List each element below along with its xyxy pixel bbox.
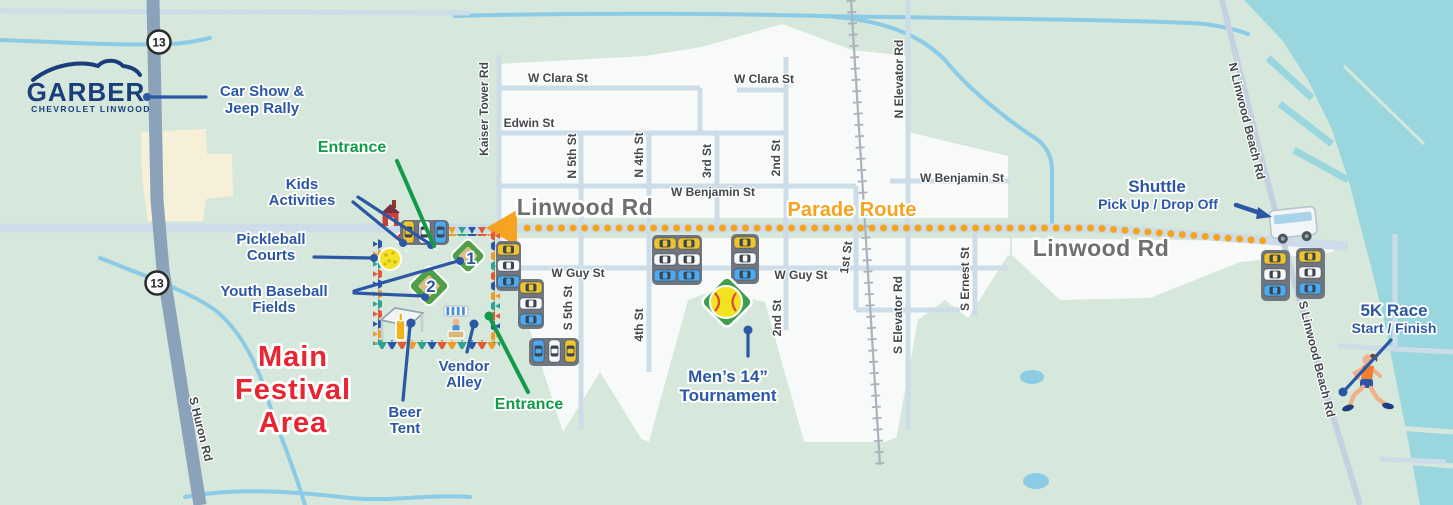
- route-13-shield: 13: [146, 29, 172, 55]
- railroad: [846, 0, 885, 466]
- field-1-badge: 1: [466, 249, 475, 268]
- parking-lot: [518, 279, 544, 329]
- vendor-alley-label: Alley: [446, 374, 483, 391]
- vendor-alley-label: Vendor: [439, 358, 490, 375]
- field-2-badge: 2: [426, 277, 435, 296]
- street-label: Edwin St: [504, 116, 555, 130]
- shield-number: 13: [150, 277, 164, 291]
- tournament-label: Tournament: [680, 386, 777, 405]
- pickleball-label: Pickleball: [236, 231, 305, 248]
- main-festival-label: Festival: [235, 374, 351, 406]
- car-show-label: Car Show &: [220, 83, 304, 100]
- street-label: 3rd St: [700, 144, 714, 178]
- leader-lines: [143, 93, 1393, 402]
- pickleball-label: Courts: [247, 247, 295, 264]
- kids-activities-label: Activities: [269, 192, 336, 209]
- logo-tagline: CHEVROLET LINWOOD: [31, 104, 151, 114]
- parade-arrow-icon: [486, 210, 517, 246]
- street-label: 2nd St: [769, 140, 783, 177]
- street-label: Kaiser Tower Rd: [477, 62, 491, 156]
- festival-area-bunting: [373, 227, 500, 349]
- parade-route-label: Parade Route: [788, 199, 917, 221]
- beer-tent-label: Tent: [390, 420, 421, 437]
- main-festival-label: Main: [258, 341, 328, 373]
- route-13-shield: 13: [144, 270, 170, 296]
- parking-lot: [529, 338, 579, 366]
- beer-tent-label: Beer: [388, 404, 422, 421]
- parking-lot: [496, 241, 521, 291]
- street-label: N 5th St: [565, 133, 579, 178]
- shuttle-van-icon: [1268, 205, 1318, 244]
- entrance-bottom-label: Entrance: [495, 396, 564, 413]
- logo-brand: GARBER: [27, 77, 146, 107]
- street-label: W Clara St: [528, 71, 588, 85]
- street-label: N Elevator Rd: [892, 40, 906, 119]
- parking-lot: [731, 234, 759, 284]
- parking-lot: [652, 235, 702, 285]
- youth-baseball-label: Youth Baseball: [220, 283, 327, 300]
- youth-baseball-label: Fields: [252, 299, 295, 316]
- kids-activities-label: Kids: [286, 176, 319, 193]
- softball-field-icon: [701, 276, 753, 328]
- road-m13-highway: [146, 0, 207, 505]
- linwood-rd-label-east: Linwood Rd: [1033, 235, 1170, 261]
- linwood-rd-label-west: Linwood Rd: [517, 194, 654, 220]
- street-label: 4th St: [632, 308, 646, 341]
- parking-lot: [400, 220, 449, 245]
- pickleball-icon: [378, 247, 402, 271]
- main-festival-label: Area: [259, 407, 328, 439]
- garber-logo: GARBER CHEVROLET LINWOOD: [27, 58, 151, 114]
- road-linwood-beach: [1219, 0, 1363, 505]
- street-label: W Clara St: [734, 72, 794, 86]
- street-label: N 4th St: [632, 132, 646, 177]
- street-label: 2nd St: [770, 300, 784, 337]
- vendor-tent-icon: [443, 305, 469, 339]
- car-show-label: Jeep Rally: [225, 100, 300, 117]
- street-label: W Guy St: [551, 266, 604, 280]
- race-label: 5K Race: [1360, 301, 1427, 320]
- parking-lot: [1261, 250, 1290, 301]
- tournament-label: Men’s 14”: [688, 367, 768, 386]
- parking-lot: [1296, 248, 1325, 299]
- road-top: [0, 8, 471, 16]
- street-label: W Benjamin St: [920, 171, 1004, 185]
- entrance-top-label: Entrance: [318, 139, 387, 156]
- street-label: W Benjamin St: [671, 185, 755, 199]
- shuttle-label: Shuttle: [1128, 177, 1186, 196]
- street-label: S Ernest St: [958, 247, 972, 311]
- shield-number: 13: [152, 36, 166, 50]
- street-label: S 5th St: [561, 286, 575, 331]
- parade-route: [486, 210, 1270, 246]
- race-label: Start / Finish: [1352, 320, 1437, 336]
- parking-lots: [400, 220, 1325, 366]
- street-label: S Elevator Rd: [891, 276, 905, 354]
- town-area: [497, 24, 1334, 445]
- poi-labels: Parade Route Car Show & Jeep Rally Entra…: [218, 81, 1438, 442]
- street-label: W Guy St: [774, 268, 827, 282]
- street-label: 1st St: [837, 240, 855, 274]
- dealership-parcel: [141, 129, 233, 221]
- shuttle-label: Pick Up / Drop Off: [1098, 196, 1218, 212]
